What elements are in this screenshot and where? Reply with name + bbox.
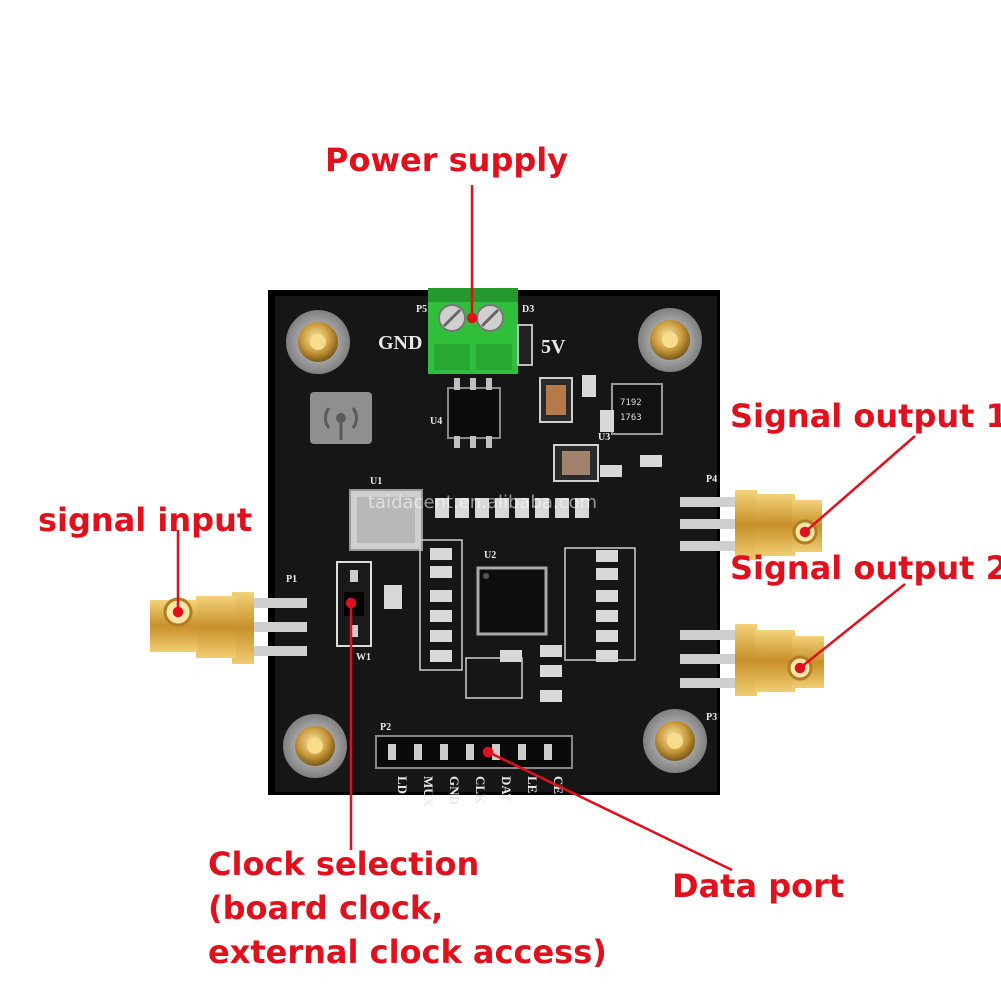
chip-u2 bbox=[476, 566, 548, 636]
5v-label: 5V bbox=[541, 336, 566, 358]
p3-label: P3 bbox=[706, 712, 717, 723]
pin-label-le: LE bbox=[525, 776, 540, 793]
u2-label: U2 bbox=[484, 550, 496, 561]
pin-label-clk: CLK bbox=[473, 776, 488, 805]
sma-connector-p4 bbox=[680, 490, 822, 560]
rf-logo bbox=[310, 392, 372, 444]
svg-text:7192: 7192 bbox=[620, 398, 642, 408]
callout-signal-output-1: Signal output 1 bbox=[730, 397, 1001, 435]
u4-label: U4 bbox=[430, 416, 442, 427]
pcb-board bbox=[268, 290, 720, 795]
diode bbox=[517, 324, 533, 366]
pcb-outlines bbox=[419, 539, 636, 699]
callout-clock-selection-3: external clock access) bbox=[208, 933, 607, 971]
data-port-header-p2 bbox=[375, 735, 573, 769]
callout-signal-output-2: Signal output 2 bbox=[730, 549, 1001, 587]
regulator-u4 bbox=[447, 378, 501, 448]
gnd-label: GND bbox=[378, 332, 422, 354]
header-pin-labels: LD MUX GND CLK DAT LE CE bbox=[395, 776, 566, 808]
p5-label: P5 bbox=[416, 304, 427, 315]
smd-passives bbox=[384, 375, 662, 702]
u3-label: U3 bbox=[598, 432, 610, 443]
pin-label-ld: LD bbox=[395, 776, 410, 794]
d3-label: D3 bbox=[522, 304, 534, 315]
sma-connector-p1 bbox=[150, 592, 307, 664]
callout-power-supply: Power supply bbox=[325, 141, 569, 179]
callout-clock-selection-1: Clock selection bbox=[208, 845, 480, 883]
sma-connector-p3 bbox=[680, 624, 824, 696]
p4-label: P4 bbox=[706, 474, 717, 485]
pin-label-mux: MUX bbox=[421, 776, 436, 808]
callout-data-port: Data port bbox=[672, 867, 845, 905]
mounting-standoffs bbox=[283, 308, 707, 778]
watermark-text: taidacent.en.alibaba.com bbox=[368, 492, 597, 513]
callout-lines bbox=[172, 185, 916, 872]
u1-label: U1 bbox=[370, 476, 382, 487]
w1-label: W1 bbox=[356, 652, 371, 663]
svg-text:1763: 1763 bbox=[620, 413, 642, 423]
oscillator-u1 bbox=[349, 489, 423, 551]
callout-signal-input: signal input bbox=[38, 501, 253, 539]
pin-label-dat: DAT bbox=[499, 776, 514, 803]
p2-label: P2 bbox=[380, 722, 391, 733]
chip-u3: 7192 1763 bbox=[611, 383, 663, 435]
pin-label-gnd: GND bbox=[447, 776, 462, 805]
p1-label: P1 bbox=[286, 574, 297, 585]
callout-clock-selection-2: (board clock, bbox=[208, 889, 444, 927]
